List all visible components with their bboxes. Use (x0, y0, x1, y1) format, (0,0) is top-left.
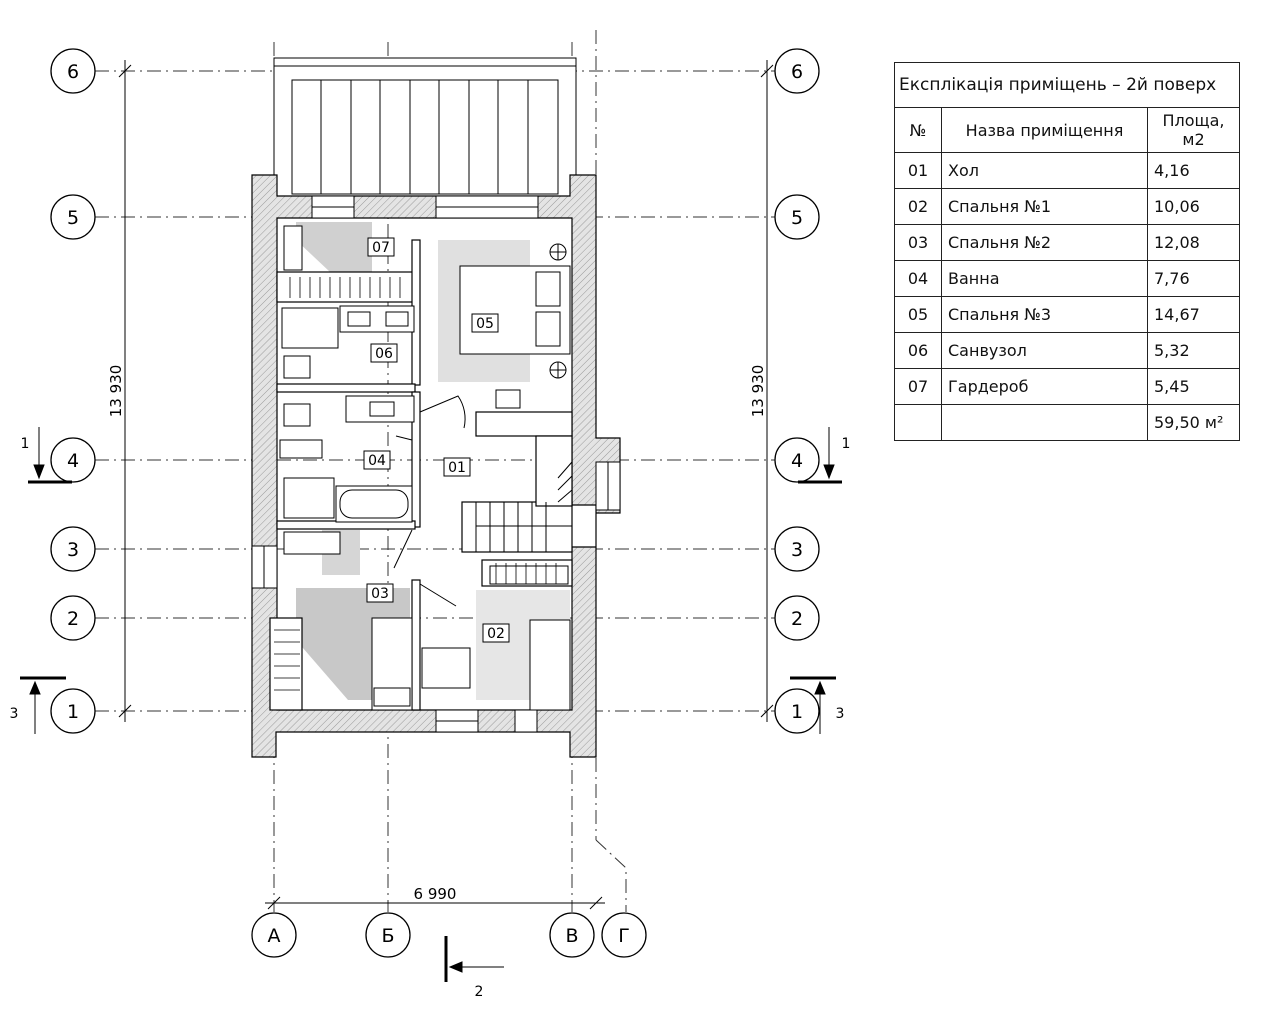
axis-v: В (565, 925, 578, 947)
wardrobe-marks (274, 277, 557, 691)
total-area: 59,50 м² (1147, 404, 1240, 441)
schedule-title-row: Експлікація приміщень – 2й поверх (894, 62, 1240, 108)
schedule-title: Експлікація приміщень – 2й поверх (894, 62, 1240, 108)
room-area: 10,06 (1147, 188, 1240, 225)
dimension-height-right: 13 930 (749, 365, 767, 418)
table-row: 05 Спальня №3 14,67 (894, 296, 1240, 333)
axis-2-right: 2 (791, 608, 803, 630)
table-row: 04 Ванна 7,76 (894, 260, 1240, 297)
axis-6-left: 6 (67, 61, 79, 83)
room-tag-02: 02 (487, 626, 505, 642)
dimension-width: 6 990 (414, 885, 457, 903)
section-3-right-label: 3 (836, 706, 845, 722)
terrace (273, 57, 577, 197)
room-name: Спальня №1 (941, 188, 1148, 225)
axis-1-right: 1 (791, 701, 803, 723)
room-tag-04: 04 (368, 453, 386, 469)
room-name: Спальня №3 (941, 296, 1148, 333)
room-number: 02 (894, 188, 942, 225)
room-name: Спальня №2 (941, 224, 1148, 261)
section-2-label: 2 (475, 984, 484, 1000)
total-empty-no (894, 404, 942, 441)
room-tags (363, 237, 510, 643)
axis-5-left: 5 (67, 207, 79, 229)
room-tag-03: 03 (371, 586, 389, 602)
table-row: 02 Спальня №1 10,06 (894, 188, 1240, 225)
room-number: 06 (894, 332, 942, 369)
windows (251, 195, 621, 733)
section-1-right-label: 1 (842, 436, 851, 452)
axis-1-left: 1 (67, 701, 79, 723)
table-row: 03 Спальня №2 12,08 (894, 224, 1240, 261)
room-schedule-table: Експлікація приміщень – 2й поверх № Назв… (894, 62, 1240, 441)
total-empty-name (941, 404, 1148, 441)
axis-4-left: 4 (67, 450, 79, 472)
room-number: 01 (894, 152, 942, 189)
room-tag-05: 05 (476, 316, 494, 332)
axis-markers-bottom (251, 912, 647, 958)
interior-walls (269, 239, 573, 711)
table-row: 01 Хол 4,16 (894, 152, 1240, 189)
room-area: 7,76 (1147, 260, 1240, 297)
axis-2-left: 2 (67, 608, 79, 630)
furniture (279, 225, 571, 711)
room-name: Ванна (941, 260, 1148, 297)
axis-3-left: 3 (67, 539, 79, 561)
table-row: 07 Гардероб 5,45 (894, 368, 1240, 405)
axis-markers-right (774, 48, 820, 734)
schedule-header-row: № Назва приміщення Площа, м2 (894, 107, 1240, 153)
room-number: 07 (894, 368, 942, 405)
header-number: № (894, 107, 942, 153)
room-tag-07: 07 (372, 240, 390, 256)
room-tag-06: 06 (375, 346, 393, 362)
axis-b: Б (381, 925, 394, 947)
room-number: 05 (894, 296, 942, 333)
room-area: 5,45 (1147, 368, 1240, 405)
section-1-left-label: 1 (21, 436, 30, 452)
dimension-lines (118, 60, 774, 910)
table-row: 06 Санвузол 5,32 (894, 332, 1240, 369)
axis-5-right: 5 (791, 207, 803, 229)
schedule-total-row: 59,50 м² (894, 404, 1240, 441)
axis-a: А (268, 925, 281, 947)
room-area: 4,16 (1147, 152, 1240, 189)
room-tag-01: 01 (448, 460, 466, 476)
axis-4-right: 4 (791, 450, 803, 472)
section-3-left-label: 3 (10, 706, 19, 722)
axis-g: Г (618, 925, 630, 947)
staircase (475, 461, 573, 552)
header-room-name: Назва приміщення (941, 107, 1148, 153)
axis-3-right: 3 (791, 539, 803, 561)
room-name: Гардероб (941, 368, 1148, 405)
axis-6-right: 6 (791, 61, 803, 83)
room-number: 03 (894, 224, 942, 261)
room-area: 14,67 (1147, 296, 1240, 333)
dimension-height-left: 13 930 (107, 365, 125, 418)
header-area: Площа, м2 (1147, 107, 1240, 153)
doors (393, 395, 466, 607)
room-area: 5,32 (1147, 332, 1240, 369)
room-name: Санвузол (941, 332, 1148, 369)
axis-markers-left (50, 48, 96, 734)
room-area: 12,08 (1147, 224, 1240, 261)
room-number: 04 (894, 260, 942, 297)
room-name: Хол (941, 152, 1148, 189)
section-marks (20, 427, 842, 982)
